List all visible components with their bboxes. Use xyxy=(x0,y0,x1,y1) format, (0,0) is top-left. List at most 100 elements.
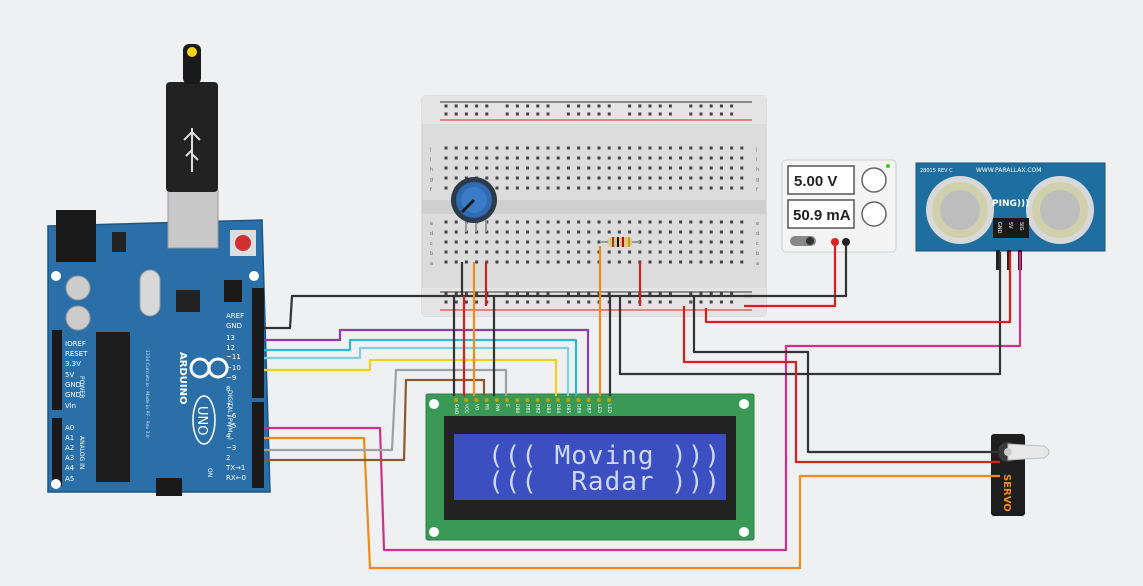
psu-positive-terminal[interactable] xyxy=(831,238,839,246)
ping-rev-label: 28015 REV C xyxy=(920,168,953,174)
digital-pin-label: ~3 xyxy=(226,444,236,452)
wire-servo-black[interactable] xyxy=(692,296,1000,454)
resistor[interactable] xyxy=(600,237,640,247)
bb-row-label: a xyxy=(430,261,433,267)
potentiometer-knob-indicator xyxy=(460,198,476,214)
lcd-pin-label: DB2 xyxy=(535,404,541,414)
lcd-pin-label: LED xyxy=(606,404,612,413)
uno-label: UNO xyxy=(194,406,209,435)
power-analog-pin-label: GND xyxy=(65,391,81,399)
digital-pin-label: TX→1 xyxy=(225,464,245,472)
bb-row-label: j xyxy=(429,147,431,153)
psu-negative-terminal[interactable] xyxy=(842,238,850,246)
voltage-knob[interactable] xyxy=(861,167,887,193)
digital-pin-label: 7 xyxy=(226,402,230,410)
wire-black-column[interactable] xyxy=(618,252,1002,376)
digital-pin-label: ~11 xyxy=(226,353,241,361)
current-display xyxy=(787,199,855,229)
atmega-chip xyxy=(96,332,130,482)
bb-row-label: i xyxy=(430,157,431,163)
bb-row-label: i xyxy=(756,157,757,163)
power-analog-pin-label: IOREF xyxy=(65,340,86,348)
wire-servo-red[interactable] xyxy=(682,306,1000,464)
wire-pin13[interactable] xyxy=(264,328,590,396)
power-section-label: POWER xyxy=(78,376,85,398)
lcd-pin-label: DB4 xyxy=(555,404,561,414)
uno-label-badge: UNO xyxy=(192,395,216,445)
power-analog-pin-label: A1 xyxy=(65,434,74,442)
power-header[interactable] xyxy=(52,330,62,410)
servo-motor[interactable]: SERVO xyxy=(991,434,1050,516)
wire-pin12-a[interactable] xyxy=(264,338,578,396)
servo-label: SERVO xyxy=(1001,474,1012,512)
bb-row-label: f xyxy=(430,187,432,193)
bb-row-label: e xyxy=(430,221,433,227)
bb-row-label: g xyxy=(430,177,433,183)
wire-pin4[interactable] xyxy=(264,436,1000,570)
bb-row-label: d xyxy=(756,231,759,237)
ping-model-label: PING))) xyxy=(992,199,1029,209)
analog-in-label: ANALOG IN xyxy=(78,436,85,469)
lcd-pin-label: DB1 xyxy=(524,404,530,414)
wire-pin11[interactable] xyxy=(264,346,570,396)
on-led-label: ON xyxy=(206,468,213,477)
lcd-pin-label: DB5 xyxy=(565,404,571,414)
arduino-brand-label: ARDUINO xyxy=(177,352,188,404)
power-analog-pin-label: 3.3V xyxy=(65,360,81,368)
bb-row-label: f xyxy=(756,187,758,193)
wire-pin10[interactable] xyxy=(264,358,558,396)
bb-row-label: b xyxy=(756,251,759,257)
digital-pin-label: ~6 xyxy=(226,412,237,420)
usb-lightning-icon xyxy=(187,47,197,57)
arduino-uno-board[interactable]: ARDUINO UNO DIGITAL (PWM~) POWER ANALOG … xyxy=(47,44,271,496)
wire-pin3[interactable] xyxy=(264,368,508,452)
wire-pin5[interactable] xyxy=(264,252,1022,552)
potentiometer[interactable] xyxy=(451,177,497,232)
lcd-pin-label: VCC xyxy=(463,404,469,413)
servo-horn[interactable] xyxy=(1007,443,1050,461)
digital-pin-label: ~9 xyxy=(226,374,236,382)
bb-row-label: e xyxy=(756,221,759,227)
analog-header[interactable] xyxy=(52,418,62,486)
power-analog-pin-label: 5V xyxy=(65,371,74,379)
board-small-text: 1234 Curcuitz.io - Made in RF - Rev 3.0 xyxy=(144,350,150,438)
usb-symbol-icon xyxy=(183,128,201,172)
power-analog-pin-label: Vin xyxy=(65,402,76,410)
wire-pin2[interactable] xyxy=(264,378,486,462)
wire-gnd-arduino-to-breadboard[interactable] xyxy=(264,294,752,330)
power-analog-pin-label: A4 xyxy=(65,464,75,472)
current-knob[interactable] xyxy=(861,201,887,227)
power-analog-pin-label: A3 xyxy=(65,454,74,462)
lcd-pin-label: GND xyxy=(453,404,459,415)
usb-port xyxy=(167,189,219,249)
wire-red-psu[interactable] xyxy=(704,252,1012,324)
lcd-pin-label: DB6 xyxy=(575,404,581,414)
digital-pin-label: GND xyxy=(226,322,242,330)
power-analog-pin-label: A5 xyxy=(65,475,74,483)
bb-row-label: c xyxy=(430,241,433,247)
lcd-line-2: ((( Radar ))) xyxy=(488,467,721,497)
wire-psu-positive[interactable] xyxy=(744,246,837,308)
digital-header-lower[interactable] xyxy=(252,402,264,488)
lcd-screen xyxy=(454,434,726,500)
bb-row-label: b xyxy=(430,251,433,257)
lcd-pin-label: DB7 xyxy=(586,404,592,414)
bb-row-label: a xyxy=(756,261,759,267)
lcd-pin-label: E xyxy=(504,404,510,407)
wire-psu-negative[interactable] xyxy=(744,246,848,298)
power-supply[interactable]: 5.00 V 50.9 mA xyxy=(781,159,897,253)
digital-pin-label: RX←0 xyxy=(226,474,246,482)
digital-header-upper[interactable] xyxy=(252,288,264,398)
bb-row-label: h xyxy=(756,167,759,173)
ping-ultrasonic-sensor[interactable]: WWW.PARALLAX.COM PING))) 28015 REV C GND… xyxy=(915,162,1106,270)
bb-row-label: j xyxy=(755,147,757,153)
ping-pin-label: GND xyxy=(996,222,1002,234)
arduino-logo-icon xyxy=(189,357,229,379)
